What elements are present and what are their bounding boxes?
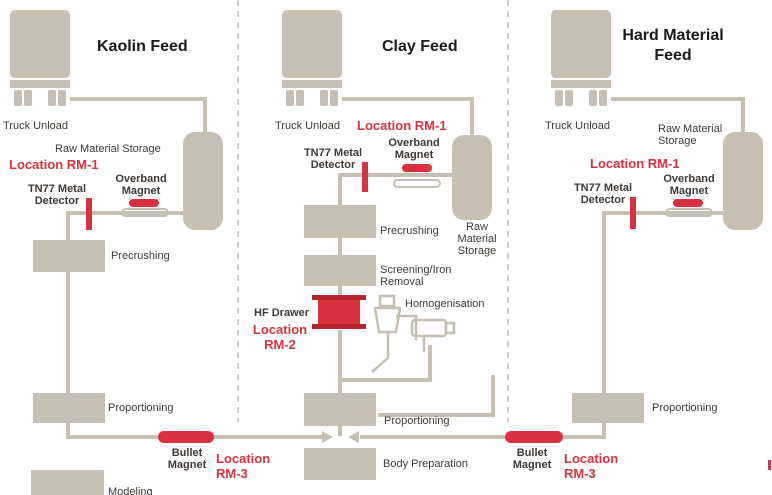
hard-feed-line xyxy=(611,97,745,135)
clay-truck-icon xyxy=(282,10,342,106)
hard-truck-icon xyxy=(551,10,611,106)
hard-bullet-magnet-label: Bullet Magnet xyxy=(512,447,552,471)
clay-detector-label: TN77 Metal Detector xyxy=(303,147,363,171)
clay-feed-line xyxy=(342,97,474,135)
clay-screening-label: Screening/Iron Removal xyxy=(380,264,452,288)
clay-precrushing-label: Precrushing xyxy=(380,225,439,237)
hard-truck-unload-label: Truck Unload xyxy=(545,120,611,132)
kaolin-location-rm3: Location RM-3 xyxy=(216,451,271,481)
kaolin-bullet-magnet-label: Bullet Magnet xyxy=(167,447,207,471)
kaolin-proportioning-box xyxy=(33,393,105,423)
clay-hf-drawer-label: HF Drawer xyxy=(254,307,310,319)
kaolin-detector-label: TN77 Metal Detector xyxy=(27,183,87,207)
clay-hf-drawer-icon xyxy=(312,295,366,329)
kaolin-storage-silo xyxy=(183,132,223,230)
clay-overband-label: Overband Magnet xyxy=(388,137,440,161)
kaolin-arrow-icon xyxy=(322,431,333,443)
kaolin-precrushing-box xyxy=(33,240,105,272)
clay-line-to-receiver xyxy=(378,375,495,417)
hard-storage-silo xyxy=(723,132,763,230)
hard-line-to-bullet xyxy=(563,423,606,439)
kaolin-line-to-bullet xyxy=(66,423,165,439)
clay-precrushing-box xyxy=(304,205,376,238)
hard-overband-belt xyxy=(665,208,713,217)
kaolin-feed-line xyxy=(70,97,207,135)
hard-location-rm3: Location RM-3 xyxy=(564,451,619,481)
hard-storage-label: Raw Material Storage xyxy=(658,123,723,147)
hard-title: Hard Material Feed xyxy=(622,27,724,64)
clay-overband-belt xyxy=(393,179,441,188)
hard-bullet-magnet-mark xyxy=(505,431,563,443)
clay-location-rm2: Location RM-2 xyxy=(252,322,308,352)
clay-homogenisation-label: Homogenisation xyxy=(405,298,485,310)
kaolin-truck-unload-label: Truck Unload xyxy=(3,120,69,132)
kaolin-title: Kaolin Feed xyxy=(97,38,188,55)
kaolin-precrushing-label: Precrushing xyxy=(111,250,170,262)
hard-conveyor-line xyxy=(602,211,723,393)
kaolin-overband-magnet-mark xyxy=(129,199,159,207)
clay-truck-unload-label: Truck Unload xyxy=(275,120,341,132)
clay-overband-magnet-mark xyxy=(402,164,432,172)
kaolin-modeling-label: Modeling xyxy=(108,486,153,495)
kaolin-truck-icon xyxy=(10,10,70,106)
kaolin-conveyor-line xyxy=(66,211,205,240)
hard-proportioning-label: Proportioning xyxy=(652,402,718,414)
clay-proportioning-box xyxy=(304,393,376,426)
kaolin-overband-belt xyxy=(121,208,169,217)
clay-metal-detector-mark xyxy=(362,162,368,192)
kaolin-overband-label: Overband Magnet xyxy=(115,173,167,197)
clay-body-preparation-box xyxy=(304,448,376,480)
kaolin-storage-label: Raw Material Storage xyxy=(55,143,161,155)
clay-title: Clay Feed xyxy=(382,38,458,55)
hard-proportioning-box xyxy=(572,393,644,423)
hard-location-rm1: Location RM-1 xyxy=(590,156,680,171)
hard-detector-label: TN77 Metal Detector xyxy=(573,182,633,206)
clay-body-preparation-label: Body Preparation xyxy=(383,458,468,470)
clay-conveyor-line xyxy=(338,173,452,205)
clay-screening-box xyxy=(304,255,376,286)
clay-line-homog-return xyxy=(380,345,432,382)
hard-arrow-icon xyxy=(348,431,359,443)
kaolin-location-rm1: Location RM-1 xyxy=(9,157,99,172)
kaolin-modeling-box xyxy=(31,470,104,495)
hard-metal-detector-mark xyxy=(630,197,636,229)
hard-overband-magnet-mark xyxy=(673,199,703,207)
clay-homogenisation-machine-icon xyxy=(371,294,456,373)
clay-storage-label: Raw Material Storage xyxy=(457,221,497,257)
clay-storage-silo xyxy=(452,135,492,220)
kaolin-bullet-magnet-mark xyxy=(158,431,214,443)
clay-line-to-homogenisation xyxy=(338,330,380,382)
clay-proportioning-label: Proportioning xyxy=(384,415,450,427)
kaolin-metal-detector-mark xyxy=(86,198,92,230)
kaolin-proportioning-label: Proportioning xyxy=(108,402,174,414)
edge-red-mark xyxy=(768,460,771,470)
clay-location-rm1: Location RM-1 xyxy=(357,118,447,133)
hard-overband-label: Overband Magnet xyxy=(663,173,715,197)
